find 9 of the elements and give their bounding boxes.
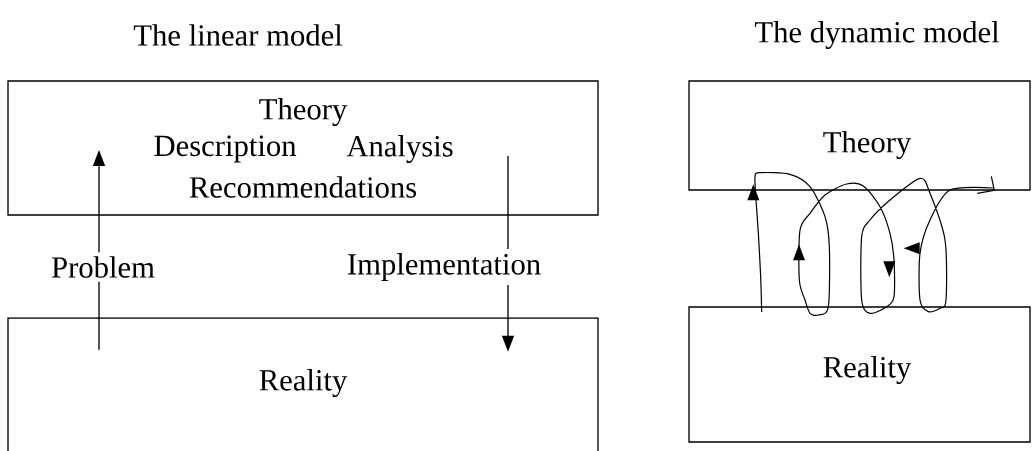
arrow — [747, 171, 996, 317]
box: Theory Description Analysis Recommendations — [7, 80, 599, 216]
box: Reality — [7, 317, 599, 451]
edge-label: Implementation — [342, 249, 546, 285]
box: Reality — [688, 306, 1031, 443]
edge-label: Problem — [47, 252, 159, 282]
heading: The dynamic model — [754, 21, 1000, 49]
box: Theory — [688, 80, 1031, 191]
heading: The linear model — [133, 24, 343, 46]
